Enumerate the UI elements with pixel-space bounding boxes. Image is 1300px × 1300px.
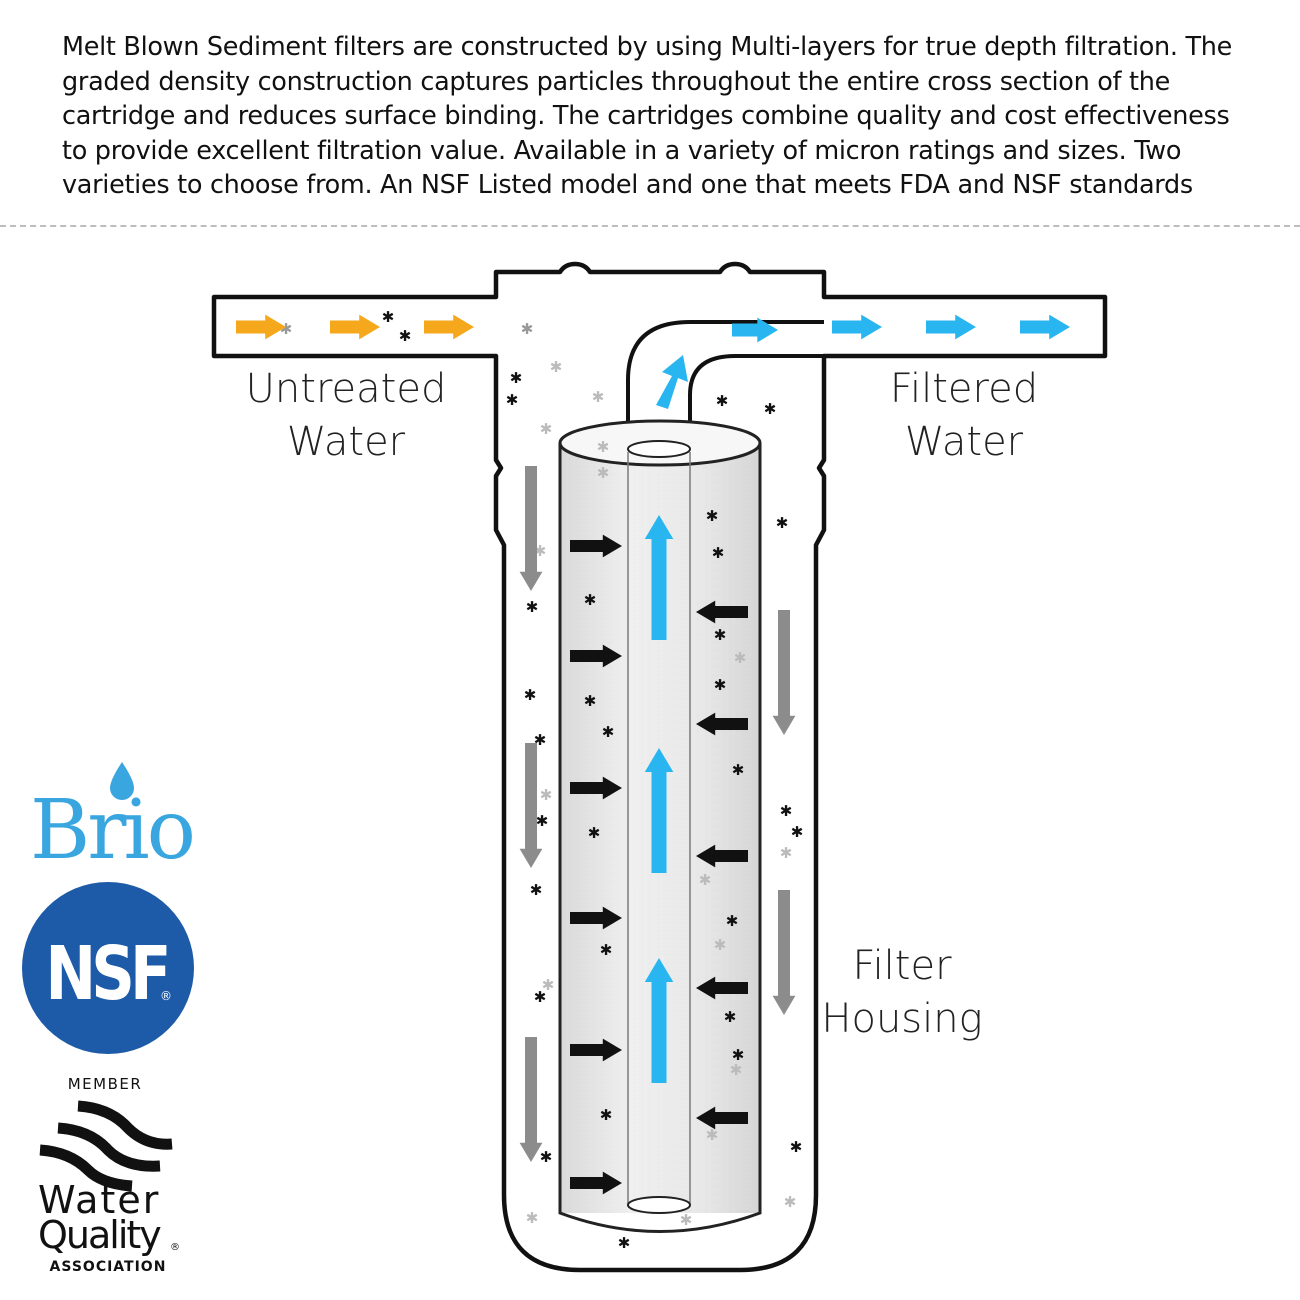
core-arrow-up-icon: [644, 958, 674, 1083]
outflow-arrow-right-icon: [926, 314, 976, 340]
debris-particle: ✱: [790, 1138, 803, 1156]
untreated-water-label-line2: Water: [287, 419, 406, 465]
debris-particle: ✱: [584, 692, 597, 710]
debris-particle: ✱: [521, 320, 534, 338]
debris-particle: ✱: [602, 723, 615, 741]
inflow-arrow-right-icon: [330, 314, 380, 340]
inward-arrow-left-icon: [696, 712, 748, 736]
debris-particle: ✱: [764, 400, 777, 418]
filter-housing-label-line1: Filter: [852, 943, 952, 989]
debris-particle: ✱: [600, 941, 613, 959]
debris-particle: ✱: [280, 320, 293, 338]
pipe-arrow-icon: [732, 317, 778, 343]
debris-particle: ✱: [588, 824, 601, 842]
inward-arrow-right-icon: [570, 776, 622, 800]
debris-particle: ✱: [724, 1008, 737, 1026]
debris-particle: ✱: [399, 327, 412, 345]
inflow-arrow-right-icon: [424, 314, 474, 340]
debris-particle: ✱: [780, 844, 793, 862]
debris-particles: ✱✱✱✱✱✱✱✱✱✱✱✱✱✱✱✱✱✱✱✱✱✱✱✱✱✱✱✱✱✱✱✱✱✱✱✱✱✱✱✱…: [280, 308, 804, 1252]
inward-arrow-left-icon: [696, 976, 748, 1000]
debris-particle: ✱: [680, 1211, 693, 1229]
debris-particle: ✱: [791, 823, 804, 841]
debris-particle: ✱: [706, 507, 719, 525]
debris-particle: ✱: [540, 1148, 553, 1166]
inward-arrow-right-icon: [570, 534, 622, 558]
debris-particle: ✱: [618, 1234, 631, 1252]
debris-particle: ✱: [542, 976, 555, 994]
debris-particle: ✱: [534, 988, 547, 1006]
debris-particle: ✱: [592, 388, 605, 406]
outflow-arrow-right-icon: [1020, 314, 1070, 340]
right-arrow-down-icon: [772, 610, 796, 735]
filter-housing-label-line2: Housing: [821, 996, 982, 1042]
debris-particle: ✱: [526, 598, 539, 616]
core-arrow-up-icon: [644, 515, 674, 640]
core-arrow-up-icon: [644, 748, 674, 873]
debris-particle: ✱: [584, 591, 597, 609]
pipe-arrow-up-icon: [656, 355, 688, 409]
filtered-water-label-line2: Water: [905, 419, 1024, 465]
debris-particle: ✱: [706, 1126, 719, 1144]
debris-particle: ✱: [506, 391, 519, 409]
debris-particle: ✱: [730, 1061, 743, 1079]
debris-particle: ✱: [510, 369, 523, 387]
description-paragraph: Melt Blown Sediment filters are construc…: [62, 32, 1233, 201]
inward-arrow-right-icon: [570, 1038, 622, 1062]
right-arrow-down-icon: [772, 890, 796, 1015]
debris-particle: ✱: [597, 438, 610, 456]
debris-particle: ✱: [550, 358, 563, 376]
debris-particle: ✱: [732, 1046, 745, 1064]
outlet-pipe-outer: [626, 320, 824, 450]
left-arrow-down-icon: [519, 466, 543, 591]
debris-particle: ✱: [712, 544, 725, 562]
debris-particle: ✱: [714, 626, 727, 644]
debris-particle: ✱: [726, 912, 739, 930]
left-arrow-down-icon: [519, 1037, 543, 1162]
debris-particle: ✱: [780, 802, 793, 820]
inflow-arrow-right-icon: [236, 314, 286, 340]
debris-particle: ✱: [734, 649, 747, 667]
debris-particle: ✱: [540, 786, 553, 804]
untreated-water-label-line1: Untreated: [246, 366, 447, 412]
debris-particle: ✱: [540, 420, 553, 438]
debris-particle: ✱: [382, 308, 395, 326]
debris-particle: ✱: [714, 936, 727, 954]
debris-particle: ✱: [732, 761, 745, 779]
flow-arrows: [236, 314, 1070, 1195]
debris-particle: ✱: [714, 676, 727, 694]
inward-arrow-left-icon: [696, 1106, 748, 1130]
debris-particle: ✱: [536, 812, 549, 830]
inward-arrow-right-icon: [570, 644, 622, 668]
debris-particle: ✱: [600, 1106, 613, 1124]
inward-arrow-left-icon: [696, 600, 748, 624]
dashed-divider: [0, 225, 1300, 227]
debris-particle: ✱: [716, 392, 729, 410]
inward-arrow-left-icon: [696, 844, 748, 868]
debris-particle: ✱: [530, 881, 543, 899]
filtered-water-label-line1: Filtered: [890, 366, 1038, 412]
debris-particle: ✱: [524, 686, 537, 704]
outlet-pipe-inner: [688, 354, 824, 450]
debris-particle: ✱: [784, 1193, 797, 1211]
left-arrow-down-icon: [519, 743, 543, 868]
inward-arrow-right-icon: [570, 906, 622, 930]
outflow-arrow-right-icon: [832, 314, 882, 340]
debris-particle: ✱: [699, 871, 712, 889]
inward-arrow-right-icon: [570, 1171, 622, 1195]
debris-particle: ✱: [526, 1209, 539, 1227]
debris-particle: ✱: [776, 514, 789, 532]
debris-particle: ✱: [597, 464, 610, 482]
